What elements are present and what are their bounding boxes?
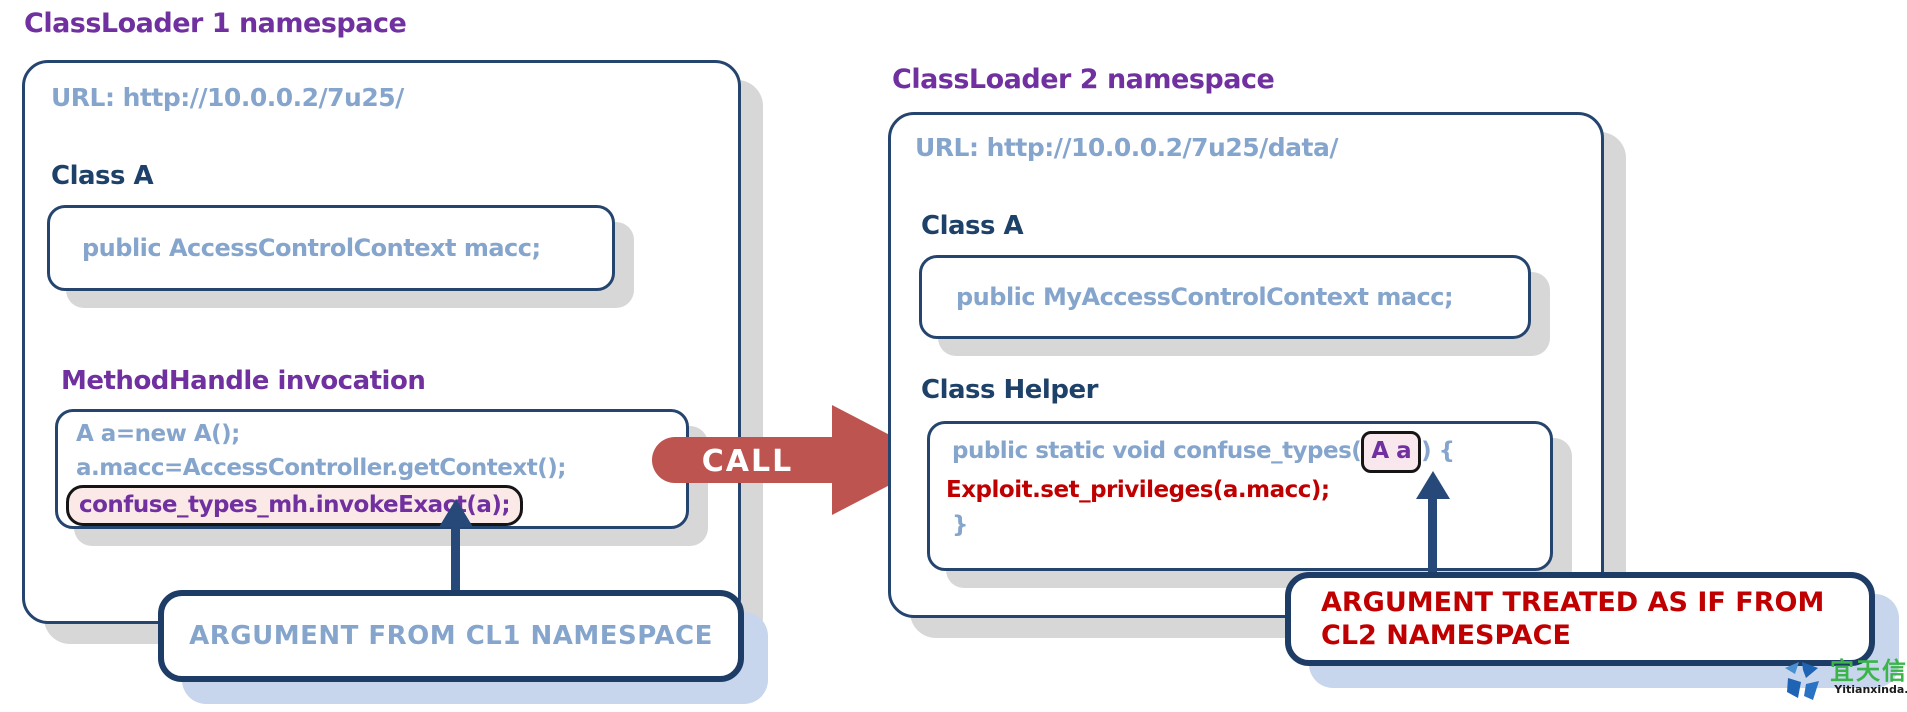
cl2-code-line-2: Exploit.set_privileges(a.macc); xyxy=(946,477,1330,503)
cl2-code-line-1-pre: public static void confuse_types( xyxy=(952,438,1362,464)
cl2-class-a-box: public MyAccessControlContext macc; xyxy=(919,255,1531,339)
cl1-annotation-arrow-shaft xyxy=(451,526,460,594)
cl1-annotation-text: ARGUMENT FROM CL1 NAMESPACE xyxy=(189,621,713,651)
cl1-code-line-1: A a=new A(); xyxy=(76,421,240,447)
cl2-highlighted-arg: A a xyxy=(1361,431,1422,473)
cl1-title: ClassLoader 1 namespace xyxy=(24,8,407,39)
cl2-annotation-arrow-head-icon xyxy=(1416,471,1450,499)
cl1-class-a-label: Class A xyxy=(51,161,154,191)
call-arrow-label: CALL xyxy=(701,444,794,479)
cl1-annotation-arrow-head-icon xyxy=(439,499,473,527)
cl2-code-line-1-post: ) { xyxy=(1421,438,1455,464)
cl1-methodhandle-label: MethodHandle invocation xyxy=(61,366,426,396)
cl2-annotation-box: ARGUMENT TREATED AS IF FROM CL2 NAMESPAC… xyxy=(1285,572,1875,666)
cl1-class-a-box: public AccessControlContext macc; xyxy=(47,205,615,291)
cl2-code-line-1: public static void confuse_types(A a) { xyxy=(952,431,1550,473)
call-arrow-tail xyxy=(652,437,837,483)
cl1-code-line-3: confuse_types_mh.invokeExact(a); xyxy=(66,485,686,526)
cl2-annotation-text-line2: CL2 NAMESPACE xyxy=(1321,620,1571,651)
cl2-class-helper-label: Class Helper xyxy=(921,375,1098,405)
cl2-url: URL: http://10.0.0.2/7u25/data/ xyxy=(915,133,1338,162)
cl1-annotation-box: ARGUMENT FROM CL1 NAMESPACE xyxy=(158,590,744,682)
cl1-namespace-box: URL: http://10.0.0.2/7u25/ Class A publi… xyxy=(22,60,741,624)
watermark: 宜天信达 Yitianxinda.com xyxy=(1782,658,1907,704)
watermark-domain-text: Yitianxinda.com xyxy=(1834,683,1907,696)
watermark-cjk-text: 宜天信达 xyxy=(1830,657,1907,685)
cl2-title: ClassLoader 2 namespace xyxy=(892,64,1275,95)
cl2-code-line-3: } xyxy=(952,512,968,538)
cl2-class-a-code: public MyAccessControlContext macc; xyxy=(956,283,1454,311)
cl1-url: URL: http://10.0.0.2/7u25/ xyxy=(51,83,404,112)
cl2-annotation-text-line1: ARGUMENT TREATED AS IF FROM xyxy=(1321,587,1825,618)
cl2-class-a-label: Class A xyxy=(921,211,1024,241)
cl1-code-line-2: a.macc=AccessController.getContext(); xyxy=(76,455,566,481)
watermark-logo-icon xyxy=(1782,658,1826,704)
cl2-annotation-arrow-shaft xyxy=(1428,498,1437,574)
cl2-namespace-box: URL: http://10.0.0.2/7u25/data/ Class A … xyxy=(888,112,1604,618)
cl2-helper-box: public static void confuse_types(A a) { … xyxy=(927,421,1553,571)
cl1-class-a-code: public AccessControlContext macc; xyxy=(82,234,541,262)
cl1-invocation-box: A a=new A(); a.macc=AccessController.get… xyxy=(55,409,689,529)
